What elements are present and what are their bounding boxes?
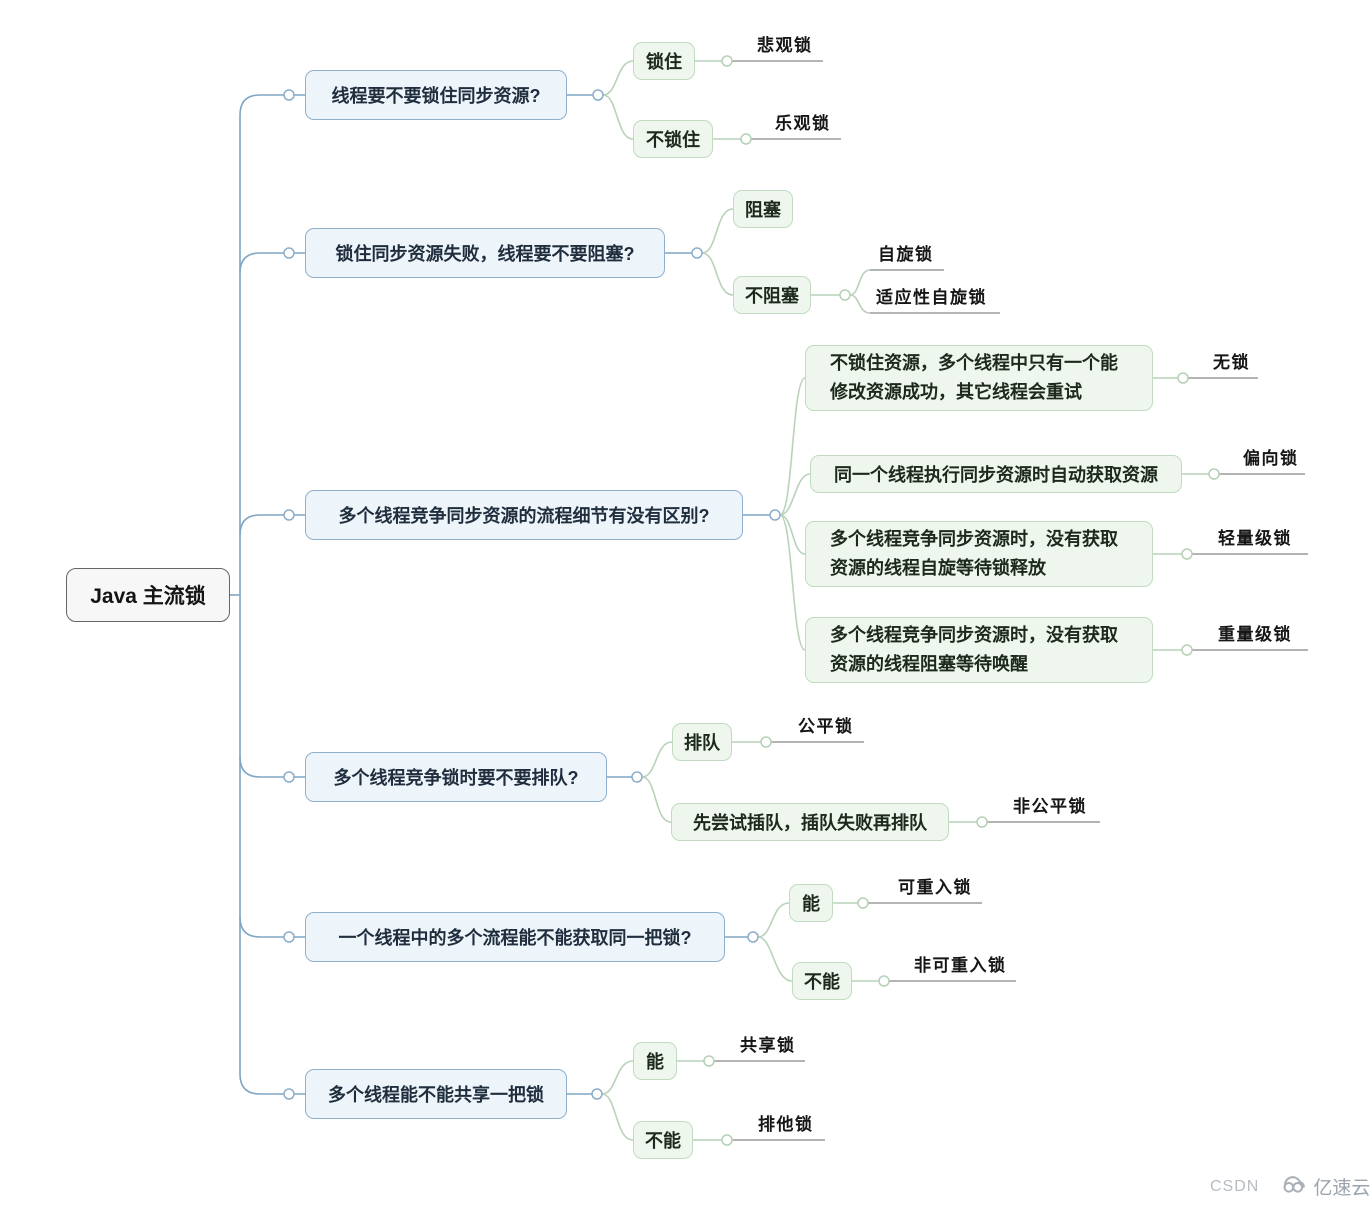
child-box-can-reentrant: 能 <box>789 884 833 922</box>
branch-lines-blue <box>230 94 775 1095</box>
child-box-lightweight-desc: 多个线程竞争同步资源时，没有获取资源的线程自旋等待锁释放 <box>805 521 1153 587</box>
connector-dots-blue <box>283 89 781 1100</box>
child-box-lock: 锁住 <box>633 42 695 80</box>
leaf-non-reentrant-lock: 非可重入锁 <box>914 956 1007 975</box>
child-box-queue: 排队 <box>672 723 732 761</box>
leaf-unfair-lock: 非公平锁 <box>1013 797 1087 816</box>
child-box-cas-desc: 不锁住资源，多个线程中只有一个能修改资源成功，其它线程会重试 <box>805 345 1153 411</box>
cloud-logo-icon <box>1279 1172 1309 1201</box>
branch-box-lock-or-not: 线程要不要锁住同步资源? <box>305 70 567 120</box>
watermark: CSDN 亿速云 <box>1210 1172 1370 1201</box>
child-box-can-share: 能 <box>633 1042 677 1080</box>
branch-box-share-question: 多个线程能不能共享一把锁 <box>305 1069 567 1119</box>
branch-box-block-or-not: 锁住同步资源失败，线程要不要阻塞? <box>305 228 665 278</box>
leaf-lightweight-lock: 轻量级锁 <box>1218 529 1292 548</box>
child-box-cannot-share: 不能 <box>633 1121 693 1159</box>
child-box-cannot-reentrant: 不能 <box>792 962 852 1000</box>
csdn-watermark: CSDN <box>1210 1177 1260 1195</box>
connector-dots-green <box>703 55 1220 1146</box>
child-box-no-block: 不阻塞 <box>733 276 811 314</box>
leaf-heavyweight-lock: 重量级锁 <box>1218 625 1292 644</box>
child-box-no-lock: 不锁住 <box>633 120 713 158</box>
child-lines-green <box>601 60 1209 1141</box>
brand-watermark: 亿速云 <box>1313 1178 1371 1199</box>
leaf-fair-lock: 公平锁 <box>798 717 854 736</box>
branch-box-competition-detail: 多个线程竞争同步资源的流程细节有没有区别? <box>305 490 743 540</box>
branch-box-queue-or-not: 多个线程竞争锁时要不要排队? <box>305 752 607 802</box>
child-box-biased-desc: 同一个线程执行同步资源时自动获取资源 <box>810 455 1182 493</box>
leaf-adaptive-spin-lock: 适应性自旋锁 <box>876 288 987 307</box>
leaf-underlines <box>714 60 1308 1141</box>
leaf-pessimistic-lock: 悲观锁 <box>757 36 813 55</box>
leaf-exclusive-lock: 排他锁 <box>758 1115 814 1134</box>
leaf-shared-lock: 共享锁 <box>740 1036 796 1055</box>
leaf-optimistic-lock: 乐观锁 <box>775 114 831 133</box>
root-node: Java 主流锁 <box>66 568 230 622</box>
branch-box-reentrant-question: 一个线程中的多个流程能不能获取同一把锁? <box>305 912 725 962</box>
leaf-reentrant-lock: 可重入锁 <box>898 878 972 897</box>
child-box-block: 阻塞 <box>733 190 793 228</box>
leaf-spin-lock: 自旋锁 <box>878 245 934 264</box>
leaf-no-lock: 无锁 <box>1213 353 1250 372</box>
child-box-heavyweight-desc: 多个线程竞争同步资源时，没有获取资源的线程阻塞等待唤醒 <box>805 617 1153 683</box>
child-box-try-jump-queue: 先尝试插队，插队失败再排队 <box>671 803 949 841</box>
leaf-biased-lock: 偏向锁 <box>1243 449 1299 468</box>
